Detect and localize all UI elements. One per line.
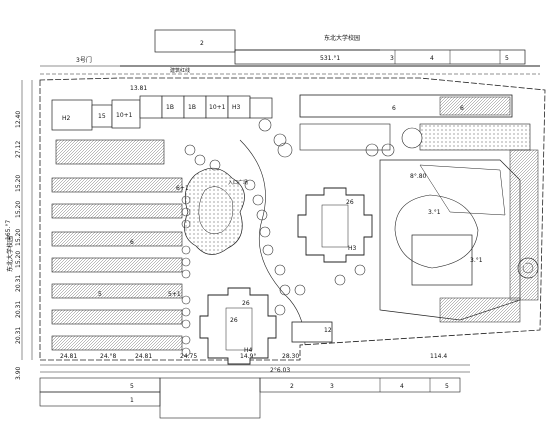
- dim-1144: 114.4: [430, 353, 447, 360]
- label-3-1b: 3.°1: [470, 257, 483, 264]
- top-right-buildings: 6 6: [299, 94, 531, 151]
- label-1b-2: 1B: [188, 104, 196, 111]
- label-5: 5: [98, 291, 102, 298]
- top-dim-531: 531.°1: [320, 55, 340, 62]
- left-dimensions: 12.40 27.12 15.20 15.20 15.20 165.°7 东北大…: [5, 80, 33, 380]
- bottom-box-2: 2: [290, 383, 294, 390]
- dim-2603: 2°6.03: [270, 367, 290, 374]
- label-12: 12: [324, 327, 332, 334]
- left-dim-2712: 27.12: [15, 141, 22, 158]
- bottom-box-5: 5: [130, 383, 134, 390]
- curved-path: [239, 139, 306, 346]
- central-garden: 入口广场: [184, 167, 248, 255]
- left-dim-1520c: 15.20: [15, 229, 22, 246]
- bottom-box-3: 3: [330, 383, 334, 390]
- top-road-strip: [234, 49, 526, 65]
- left-dim-1520b: 15.20: [15, 201, 22, 218]
- label-h2: H2: [62, 115, 71, 122]
- bottom-box-5b: 5: [445, 383, 449, 390]
- label-10x1-b: 10+1: [209, 104, 226, 111]
- top-road-label: 建筑红线: [170, 67, 190, 74]
- dim-2475: 24.75: [180, 353, 197, 360]
- top-left-dim: 3号门: [76, 56, 92, 64]
- building-h2: [51, 99, 93, 131]
- label-1b: 1B: [166, 104, 174, 111]
- dim-2481: 24.81: [60, 353, 77, 360]
- top-box-5: 5: [505, 55, 509, 62]
- dim-880: 8°.80: [410, 173, 427, 180]
- label-26b: 26: [242, 300, 250, 307]
- label-10x1: 10+1: [116, 112, 133, 119]
- left-dim-1520d: 15.20: [15, 251, 22, 268]
- dim-149: 14.9°: [240, 353, 256, 360]
- tower-26b: [199, 287, 277, 365]
- left-dim-1657: 165.°7: [5, 220, 12, 240]
- bottom-box-1: 1: [130, 397, 134, 404]
- label-6-top-right: 6: [392, 105, 396, 112]
- dim-2830: 28.30: [282, 353, 299, 360]
- top-box-number: 2: [200, 40, 204, 47]
- label-h3b: H3: [348, 245, 357, 252]
- label-6x1: 6+1: [176, 185, 189, 192]
- label-h3: H3: [232, 104, 241, 111]
- school-left-label: 东北大学校园: [6, 236, 14, 272]
- left-dim-2031a: 20.31: [15, 275, 22, 292]
- left-dim-2031c: 20.31: [15, 327, 22, 344]
- right-area: 8°.80 3.°1 3.°1: [379, 149, 539, 323]
- label-center: 26: [230, 317, 238, 324]
- bottom-box-4: 4: [400, 383, 404, 390]
- site-boundary: [39, 77, 546, 361]
- label-3-1: 3.°1: [428, 209, 441, 216]
- left-dim-390: 3.90: [15, 366, 22, 380]
- top-boundary: 东北大学校园 2 3号门 531.°1 3 4 5 建筑红线: [40, 29, 540, 75]
- residential-grid: 6+1 6 5+1 5: [51, 139, 189, 351]
- label-5x1: 5+1: [168, 291, 181, 298]
- dim-2481b: 24.°8: [100, 353, 117, 360]
- label-6-far: 6: [460, 105, 464, 112]
- label-6: 6: [130, 239, 134, 246]
- bottom-dimensions: 24.81 24.°8 24.81 24.75 14.9° 28.30 114.…: [40, 353, 470, 374]
- left-dim-2031b: 20.31: [15, 301, 22, 318]
- gate-label: 入口广场: [228, 179, 248, 186]
- dim-2481c: 24.81: [135, 353, 152, 360]
- top-plot-box: [154, 29, 236, 53]
- left-dim-1520a: 15.20: [15, 175, 22, 192]
- top-box-3: 3: [390, 55, 394, 62]
- top-box-4: 4: [430, 55, 434, 62]
- top-buildings: H2 15 10+1 1B 1B 10+1 H3 13.81: [51, 85, 273, 131]
- school-top-label: 东北大学校园: [324, 34, 360, 42]
- building-12: [291, 321, 333, 343]
- towers: 26 H3 26 H4 26 12: [199, 187, 373, 365]
- dim-1381: 13.81: [130, 85, 147, 92]
- left-dim-1240: 12.40: [15, 111, 22, 128]
- label-15: 15: [98, 113, 106, 120]
- label-h4: H4: [244, 347, 253, 354]
- bottom-plots: 5 1 2 3 4 5: [39, 377, 461, 419]
- label-26a: 26: [346, 199, 354, 206]
- tower-26a: [297, 187, 373, 263]
